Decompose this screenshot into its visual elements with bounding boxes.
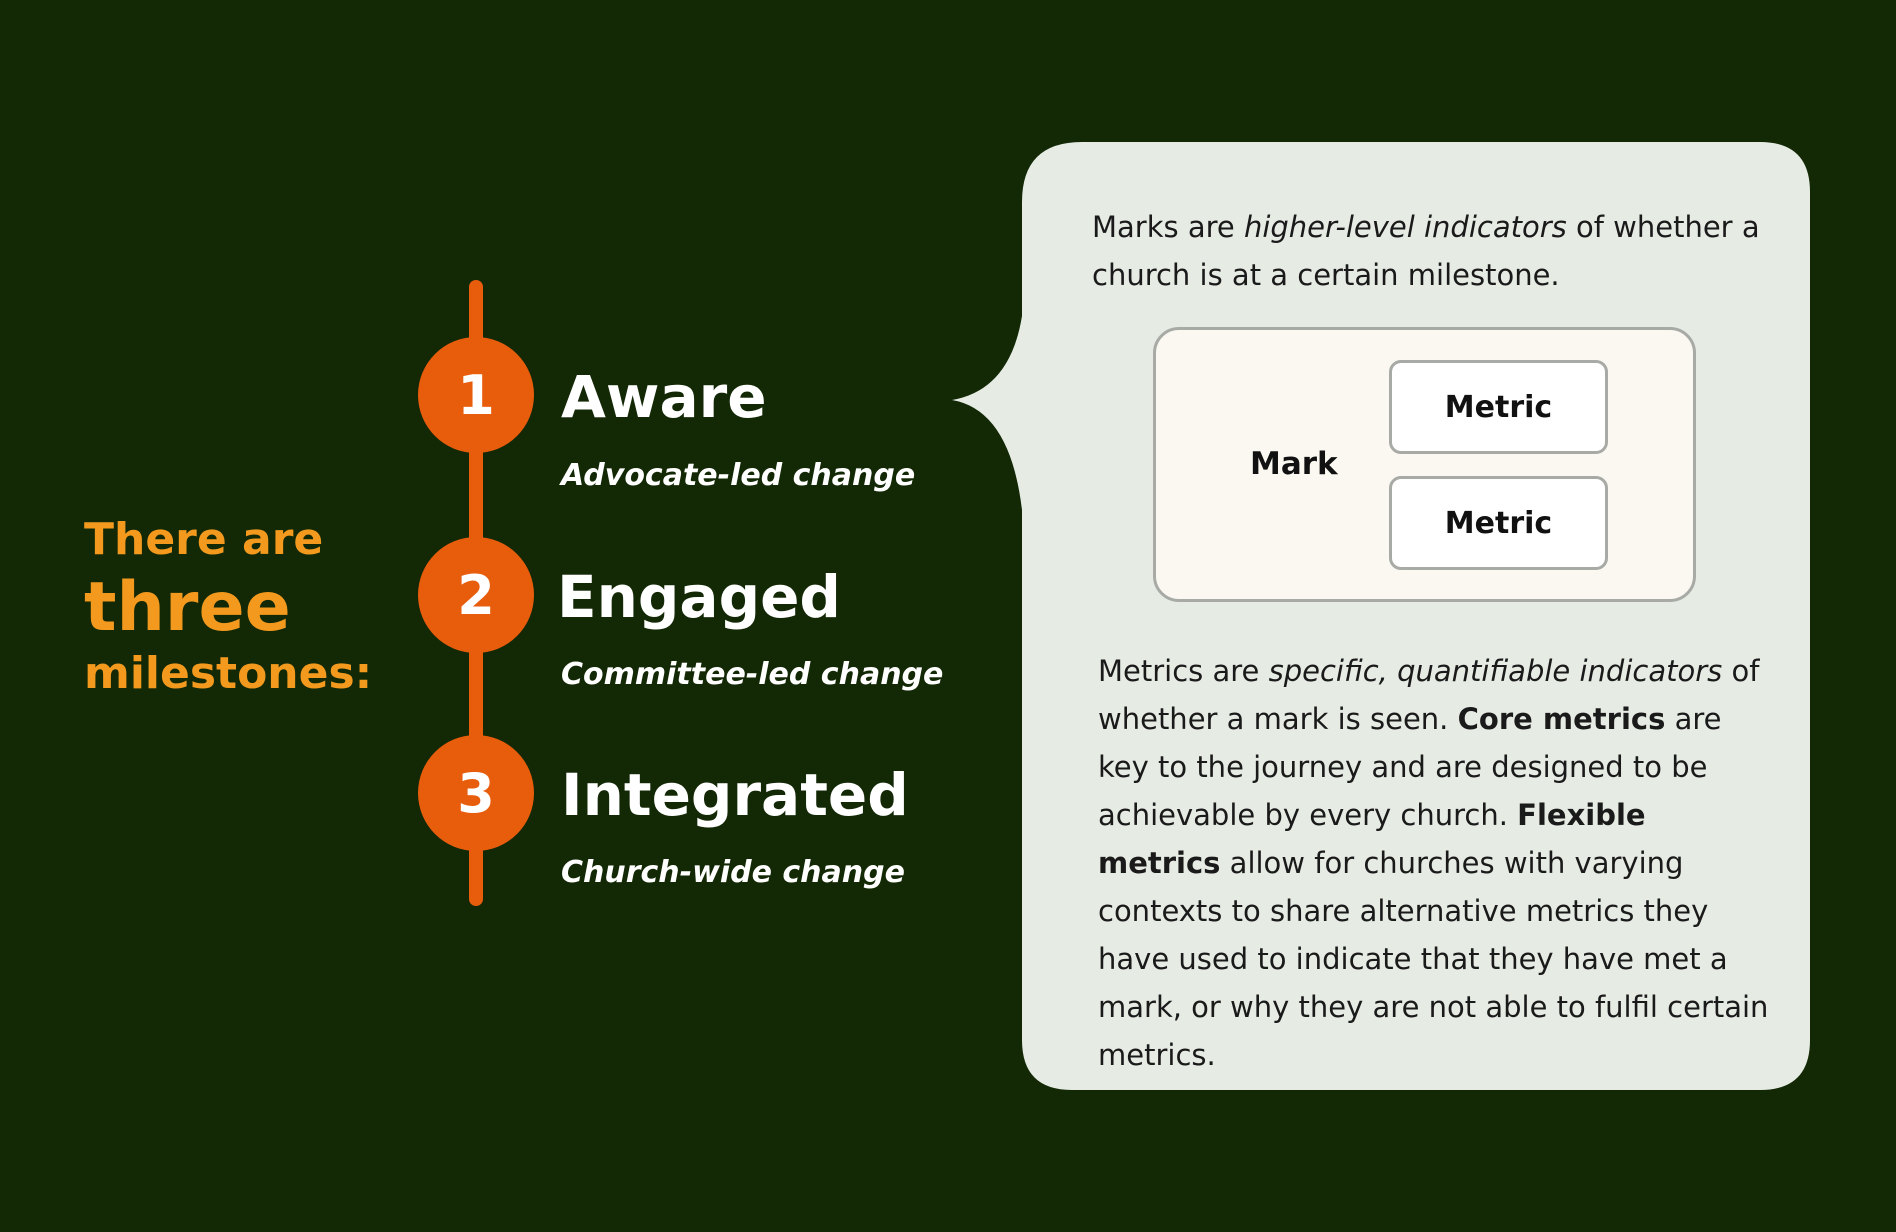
marks-rest: of whether a church is at a certain mile… [1092,210,1760,292]
milestones-heading: There are three milestones: [84,518,372,696]
milestone-3-title: Integrated [561,761,909,829]
core-metrics-text: are key to the journey and are designed … [1098,702,1722,832]
metric-box-1: Metric [1389,360,1608,454]
flexible-metrics-label: Flexible metrics [1098,798,1646,880]
marks-description: Marks are higher-level indicators of whe… [1092,203,1772,299]
marks-emphasis: higher-level indicators [1243,210,1567,244]
mark-label: Mark [1250,446,1338,482]
milestone-1-subtitle: Advocate-led change [561,458,916,493]
flexible-metrics-text: allow for churches with varying contexts… [1098,846,1769,1072]
milestone-2-subtitle: Committee-led change [561,657,944,692]
metrics-emphasis: specific, quantifiable indicators [1268,654,1723,688]
core-metrics-label: Core metrics [1457,702,1666,736]
marks-intro: Marks are [1092,210,1235,244]
milestone-2-title: Engaged [557,563,841,631]
heading-line-2: three [84,568,291,647]
milestone-3-subtitle: Church-wide change [561,855,905,890]
milestone-1-title: Aware [561,363,767,431]
metrics-description: Metrics are specific, quantifiable indic… [1098,647,1778,1079]
metric-box-2: Metric [1389,476,1608,570]
milestone-1-number: 1 [418,337,534,453]
heading-line-3: milestones: [84,648,373,699]
metrics-rest: of whether a mark is seen. [1098,654,1760,736]
milestone-3-number: 3 [418,735,534,851]
metrics-intro: Metrics are [1098,654,1260,688]
heading-line-1: There are [84,514,324,565]
milestone-2-number: 2 [418,537,534,653]
